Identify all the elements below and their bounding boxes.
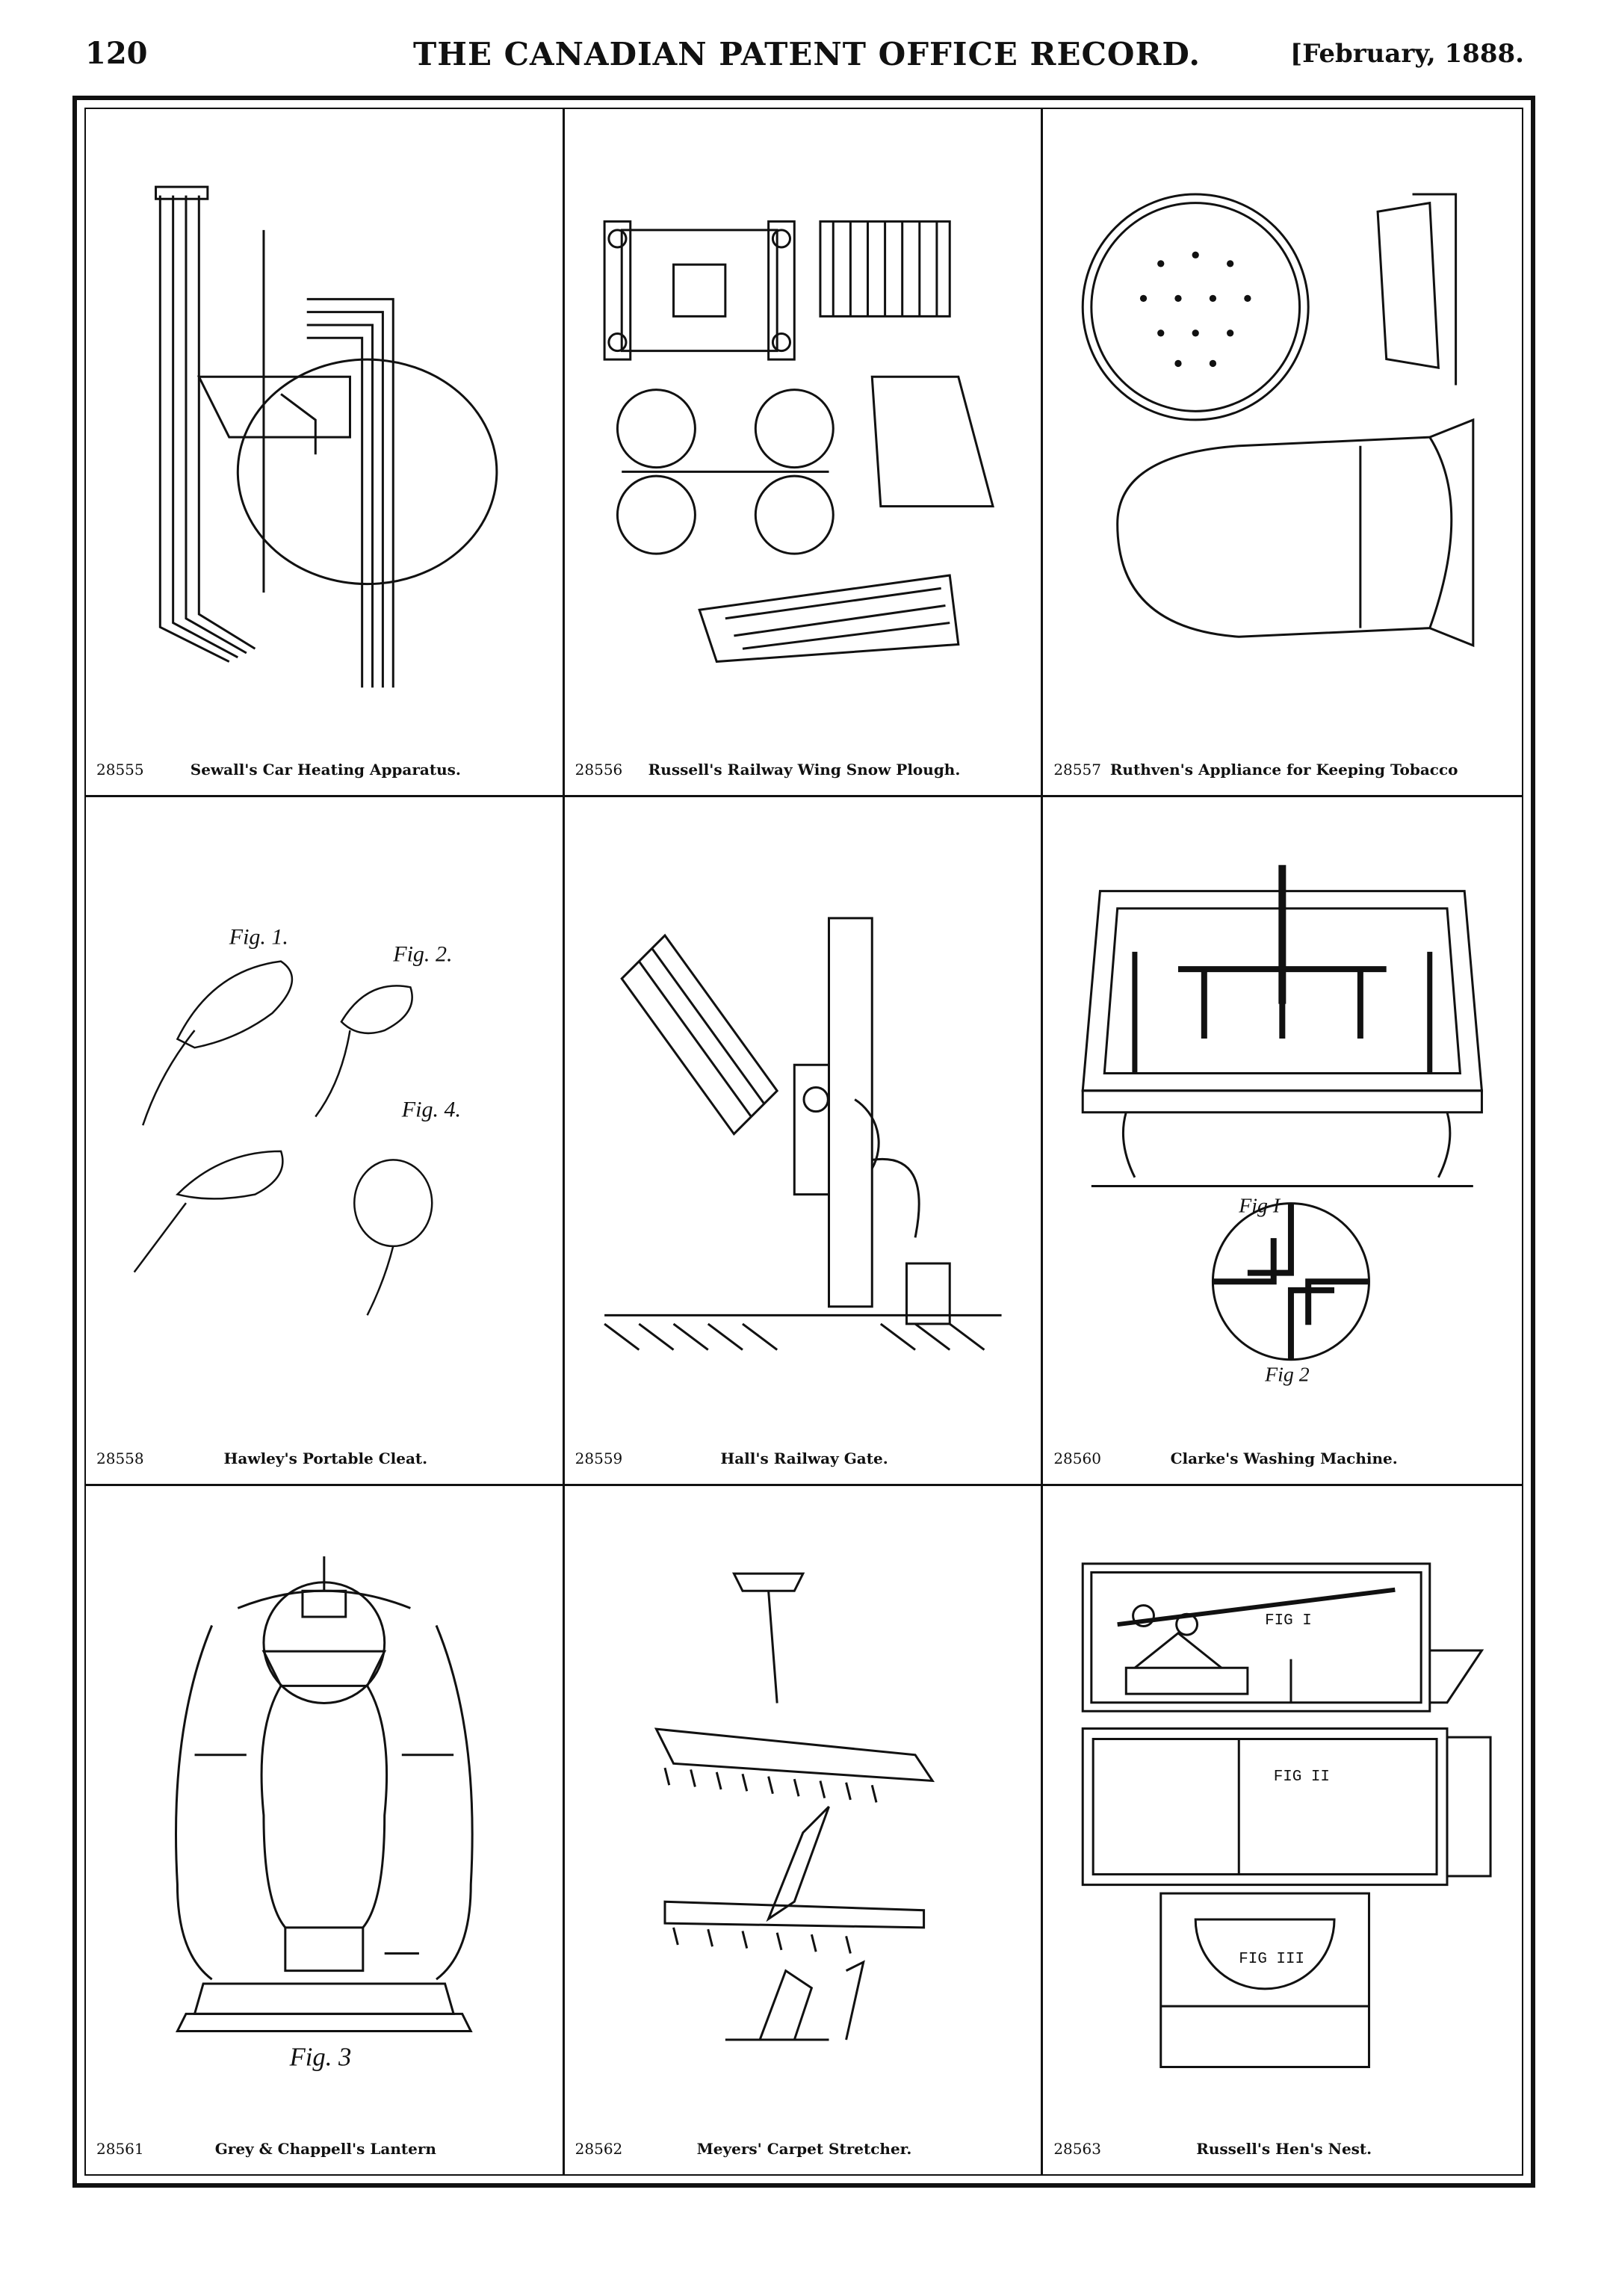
portable-cleat-drawing: Fig. 1. Fig. 2. Fig. 4.: [108, 820, 540, 1431]
patent-title: Meyers' Carpet Stretcher.: [696, 2139, 912, 2158]
stove-frame: [199, 377, 350, 437]
patent-title: Ruthven's Appliance for Keeping Tobacco: [1109, 761, 1458, 779]
fig-label: Fig. 4.: [401, 1098, 461, 1122]
fig-label: Fig. 3: [289, 2043, 352, 2071]
hens-nest-drawing: FIG I FIG II FI: [1065, 1509, 1499, 2122]
snow-plough-drawing: [587, 131, 1019, 743]
patent-number: 28556: [575, 761, 623, 779]
patent-title: Sewall's Car Heating Apparatus.: [190, 761, 461, 779]
patent-cell-28561: Fig. 3 28561 Grey & Chappell's Lantern: [86, 1485, 565, 2174]
carpet-stretcher-drawing: [587, 1509, 1019, 2122]
patent-number: 28558: [96, 1449, 144, 1467]
patent-number: 28555: [96, 761, 144, 779]
cleat-fig3: [177, 1151, 282, 1199]
page-number: 120: [85, 36, 148, 71]
cleat-fig1: [177, 962, 291, 1048]
gate-post: [829, 918, 872, 1307]
patent-number: 28562: [575, 2139, 623, 2158]
nest-fig2: FIG II: [1083, 1728, 1491, 1884]
patent-number: 28557: [1053, 761, 1101, 779]
patent-title: Russell's Railway Wing Snow Plough.: [648, 761, 961, 779]
jar-body: [1118, 437, 1452, 637]
patent-caption: 28561 Grey & Chappell's Lantern: [96, 2137, 555, 2164]
tobacco-appliance-drawing: [1065, 131, 1499, 743]
lantern-top: [264, 1651, 385, 1686]
truck-wheels: [617, 390, 833, 554]
patent-number: 28563: [1053, 2139, 1101, 2158]
patent-cell-28560: Fig I Fig 2 28560 Clarke's Washing Machi…: [1043, 797, 1522, 1486]
wing-section: [872, 377, 993, 506]
tub-base: [1083, 1091, 1482, 1113]
ground-mechanism: [906, 1263, 950, 1324]
patent-caption: 28557 Ruthven's Appliance for Keeping To…: [1053, 758, 1514, 785]
patent-title: Grey & Chappell's Lantern: [214, 2139, 436, 2158]
patent-cell-28557: 28557 Ruthven's Appliance for Keeping To…: [1043, 109, 1522, 798]
tub-legs: [1124, 1113, 1450, 1178]
publication-title: THE CANADIAN PATENT OFFICE RECORD.: [413, 36, 1201, 72]
stretcher-detail: [760, 1970, 811, 2039]
plough-end-view: [820, 221, 950, 316]
stretcher-jaw-1: [656, 1729, 932, 1780]
dasher-pegs: [1204, 969, 1360, 1039]
fig-label: FIG II: [1274, 1769, 1330, 1786]
fig-label: Fig. 2.: [392, 942, 452, 967]
lid-section: [1378, 203, 1438, 368]
patent-title: Hall's Railway Gate.: [720, 1449, 888, 1467]
patent-title: Hawley's Portable Cleat.: [223, 1449, 428, 1467]
patent-caption: 28556 Russell's Railway Wing Snow Plough…: [575, 758, 1034, 785]
nest-fig1: FIG I: [1083, 1564, 1482, 1711]
lantern-drawing: Fig. 3: [108, 1509, 540, 2122]
patent-number: 28561: [96, 2139, 144, 2158]
fig-label: FIG I: [1265, 1612, 1312, 1630]
stretcher-jaw-2: [665, 1902, 924, 1928]
heater-drum: [238, 359, 497, 584]
patent-caption: 28563 Russell's Hen's Nest.: [1053, 2137, 1514, 2164]
glass-globe: [261, 1686, 387, 1927]
patent-plate-inner: 28555 Sewall's Car Heating Apparatus.: [84, 108, 1523, 2176]
car-heating-drawing: [108, 131, 540, 743]
patent-caption: 28560 Clarke's Washing Machine.: [1053, 1446, 1514, 1473]
patent-caption: 28555 Sewall's Car Heating Apparatus.: [96, 758, 555, 785]
nest-fig3: FIG III: [1161, 1893, 1369, 2067]
fig-label: Fig 2: [1264, 1364, 1310, 1387]
cleat-fig2: [341, 986, 412, 1034]
patent-cell-28563: FIG I FIG II FI: [1043, 1486, 1522, 2174]
patent-grid: 28555 Sewall's Car Heating Apparatus.: [86, 109, 1522, 2174]
lantern-cap: [303, 1591, 346, 1617]
patent-plate-frame: 28555 Sewall's Car Heating Apparatus.: [72, 96, 1535, 2188]
railway-gate-drawing: [587, 820, 1019, 1431]
patent-cell-28558: Fig. 1. Fig. 2. Fig. 4. 28558: [86, 797, 565, 1486]
patent-cell-28555: 28555 Sewall's Car Heating Apparatus.: [86, 109, 565, 798]
patent-number: 28560: [1053, 1449, 1101, 1467]
patent-caption: 28562 Meyers' Carpet Stretcher.: [575, 2137, 1034, 2164]
patent-cell-28562: 28562 Meyers' Carpet Stretcher.: [565, 1485, 1044, 2174]
patent-title: Russell's Hen's Nest.: [1196, 2139, 1372, 2158]
heating-pipes-right: [307, 299, 394, 687]
patent-caption: 28559 Hall's Railway Gate.: [575, 1446, 1034, 1473]
gate-arm: [622, 935, 777, 1134]
page-header: 120 THE CANADIAN PATENT OFFICE RECORD. […: [75, 36, 1539, 81]
heating-pipes-left: [156, 187, 256, 661]
counter-weight: [872, 1160, 919, 1238]
patent-cell-28559: 28559 Hall's Railway Gate.: [564, 797, 1044, 1486]
cleat-fig4: [354, 1160, 432, 1247]
fount: [195, 1984, 454, 2014]
fig-label: Fig. 1.: [229, 925, 288, 950]
patent-number: 28559: [575, 1449, 623, 1467]
plough-plan-view: [604, 221, 794, 359]
perforated-disc: [1083, 194, 1309, 420]
plough-wing: [699, 575, 959, 662]
stretcher-lever: [768, 1807, 829, 1919]
patent-title: Clarke's Washing Machine.: [1170, 1449, 1398, 1467]
fig-label: FIG III: [1239, 1951, 1305, 1968]
guard-frame: [176, 1625, 472, 1979]
patent-cell-28556: 28556 Russell's Railway Wing Snow Plough…: [564, 109, 1044, 798]
stretcher-handle: [734, 1574, 802, 1591]
issue-date: [February, 1888.: [1290, 39, 1524, 69]
patent-caption: 28558 Hawley's Portable Cleat.: [96, 1446, 555, 1473]
burner: [285, 1928, 363, 1971]
gear-housing: [794, 1065, 829, 1195]
washing-machine-drawing: Fig I Fig 2: [1065, 820, 1499, 1431]
